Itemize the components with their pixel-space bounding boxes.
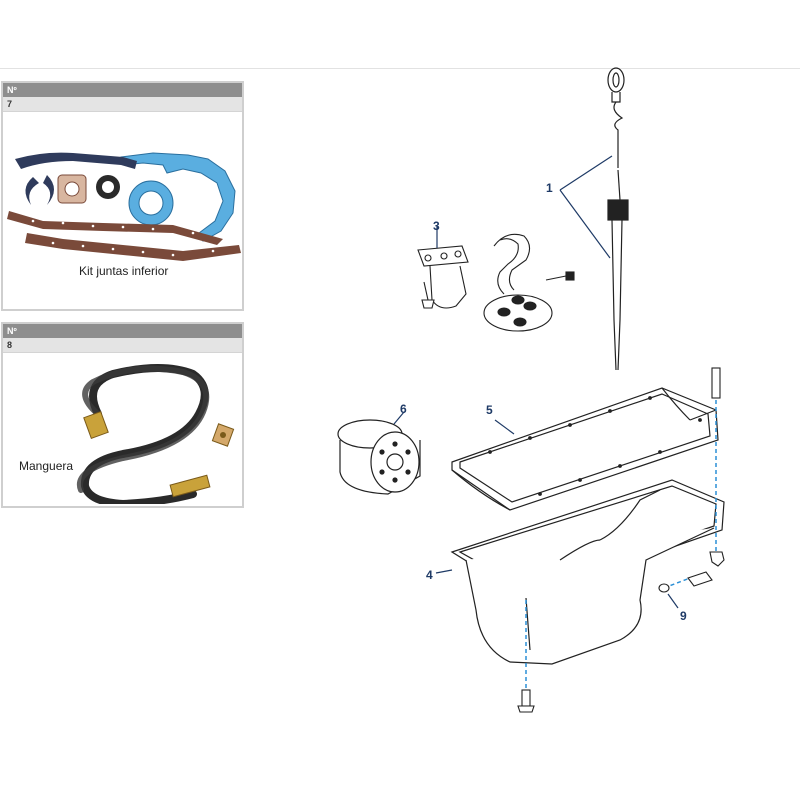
card-number: 7 xyxy=(3,97,242,112)
oil-pan-part xyxy=(450,479,725,665)
oil-pan-gasket-part xyxy=(451,387,719,511)
card-caption: Manguera xyxy=(19,459,74,473)
oil-pump-pickup-part xyxy=(417,233,575,332)
product-card-hose[interactable]: Nº 8 Manguera xyxy=(1,322,244,508)
hose-image xyxy=(76,364,235,504)
callout-9: 9 xyxy=(680,609,687,623)
gasket-kit-image xyxy=(7,152,241,261)
callout-4: 4 xyxy=(426,568,433,582)
callout-3: 3 xyxy=(433,219,440,233)
guide-lines xyxy=(525,400,717,690)
card-number: 8 xyxy=(3,338,242,353)
oil-pan-exploded-diagram: 1 3 6 5 4 9 xyxy=(337,67,725,713)
callout-leaders xyxy=(393,155,679,609)
oil-filter-part xyxy=(337,419,421,495)
callout-5: 5 xyxy=(486,403,493,417)
product-card-gasket-kit[interactable]: Nº 7 Kit juntas inferior xyxy=(1,81,244,311)
bolt-parts xyxy=(517,367,725,713)
card-header: Nº xyxy=(3,83,242,97)
callout-6: 6 xyxy=(400,402,407,416)
card-caption: Kit juntas inferior xyxy=(79,264,169,278)
card-header: Nº xyxy=(3,324,242,338)
dipstick-part xyxy=(607,67,629,371)
top-divider xyxy=(0,68,800,69)
callout-1: 1 xyxy=(546,181,553,195)
